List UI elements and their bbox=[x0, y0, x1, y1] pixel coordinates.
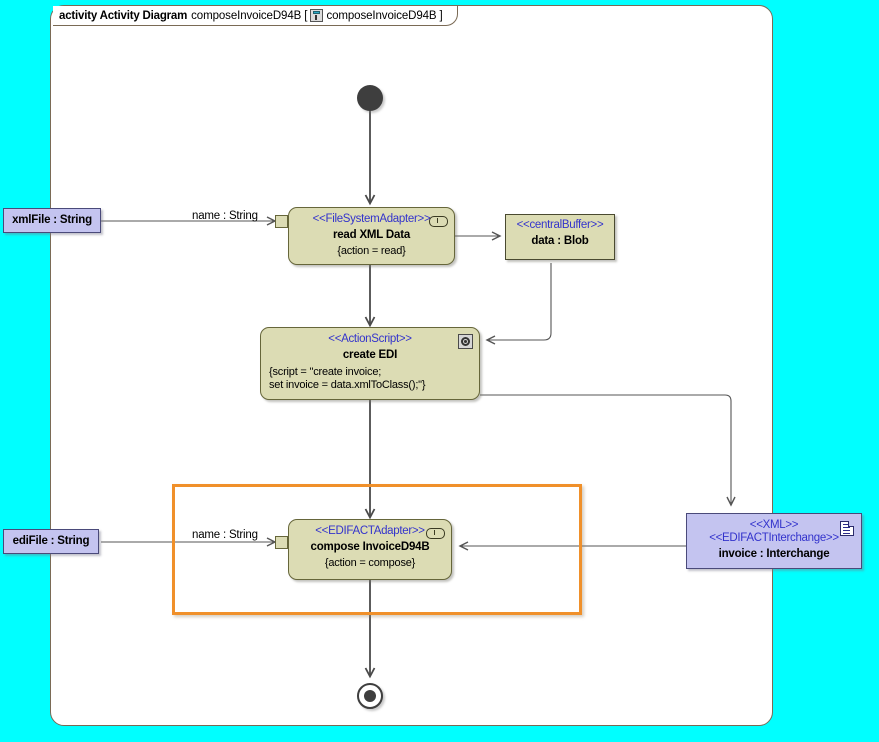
activity-parameter-xmlfile[interactable]: xmlFile : String bbox=[3, 208, 101, 233]
frame-keyword: activity Activity Diagram bbox=[59, 9, 188, 22]
edge-label-name-string-top: name : String bbox=[192, 210, 258, 222]
frame-name: composeInvoiceD94B bbox=[191, 9, 302, 22]
input-pin-read-xml[interactable] bbox=[275, 215, 288, 228]
activity-final-node[interactable] bbox=[357, 683, 383, 709]
selection-highlight[interactable] bbox=[172, 484, 582, 615]
frame-inner-name: composeInvoiceD94B bbox=[326, 9, 437, 22]
action-create-edi-script-line1: {script = "create invoice; bbox=[269, 366, 382, 378]
script-gear-icon bbox=[458, 334, 473, 349]
action-read-xml-properties: {action = read} bbox=[337, 245, 406, 257]
activity-parameter-edifile-label: ediFile : String bbox=[12, 535, 90, 547]
invoice-stereotype-edifact: <<EDIFACTInterchange>> bbox=[709, 532, 839, 544]
central-buffer-name: data : Blob bbox=[531, 235, 589, 247]
stream-pin-icon bbox=[429, 216, 448, 227]
action-create-edi-script-line2: set invoice = data.xmlToClass();"} bbox=[269, 379, 426, 391]
action-read-xml-data[interactable]: <<FileSystemAdapter>> read XML Data {act… bbox=[288, 207, 455, 265]
stream-pin-icon bbox=[426, 528, 445, 539]
action-read-xml-stereotype: <<FileSystemAdapter>> bbox=[312, 213, 431, 225]
invoice-interchange-name: invoice : Interchange bbox=[718, 548, 830, 560]
initial-node[interactable] bbox=[357, 85, 383, 111]
document-icon bbox=[840, 521, 854, 536]
frame-bracket-open: [ bbox=[304, 9, 308, 22]
action-compose-invoice[interactable]: <<EDIFACTAdapter>> compose InvoiceD94B {… bbox=[288, 519, 452, 580]
object-node-central-buffer[interactable]: <<centralBuffer>> data : Blob bbox=[505, 214, 615, 260]
activity-frame-header: activity Activity Diagram composeInvoice… bbox=[53, 6, 458, 26]
activity-parameter-xmlfile-label: xmlFile : String bbox=[12, 214, 92, 226]
action-create-edi[interactable]: <<ActionScript>> create EDI {script = "c… bbox=[260, 327, 480, 400]
activity-parameter-edifile[interactable]: ediFile : String bbox=[3, 529, 99, 554]
edge-label-name-string-bottom: name : String bbox=[192, 529, 258, 541]
object-node-invoice-interchange[interactable]: <<XML>> <<EDIFACTInterchange>> invoice :… bbox=[686, 513, 862, 569]
action-compose-name: compose InvoiceD94B bbox=[310, 541, 430, 553]
action-create-edi-name: create EDI bbox=[342, 349, 398, 361]
action-compose-stereotype: <<EDIFACTAdapter>> bbox=[315, 525, 425, 537]
action-create-edi-stereotype: <<ActionScript>> bbox=[328, 333, 412, 345]
input-pin-compose[interactable] bbox=[275, 536, 288, 549]
action-read-xml-name: read XML Data bbox=[332, 229, 411, 241]
frame-bracket-close: ] bbox=[439, 9, 443, 22]
invoice-stereotype-xml: <<XML>> bbox=[749, 519, 799, 531]
activity-diagram-icon bbox=[310, 9, 324, 22]
central-buffer-stereotype: <<centralBuffer>> bbox=[516, 219, 604, 231]
action-compose-properties: {action = compose} bbox=[324, 557, 416, 569]
